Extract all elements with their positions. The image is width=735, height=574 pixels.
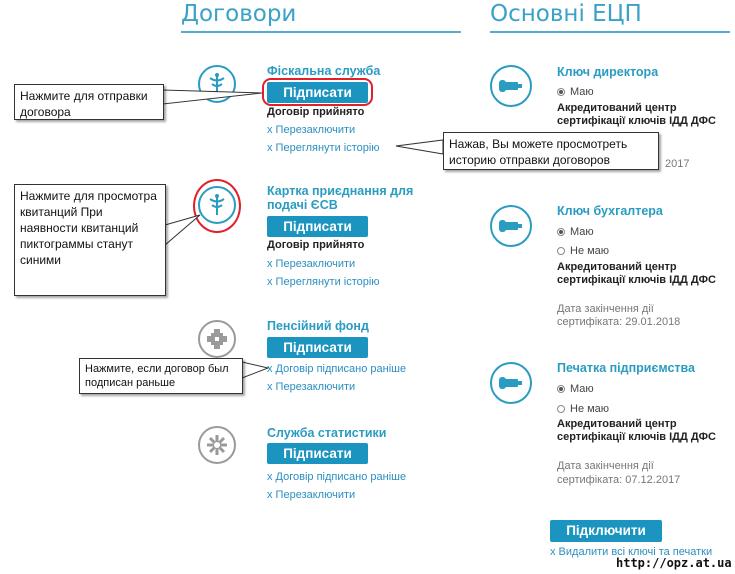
resign-link-pension[interactable]: x Перезаключити: [267, 381, 356, 393]
radio-have-accountant[interactable]: Маю: [557, 226, 594, 238]
contracts-title-rule: [181, 31, 461, 33]
radio-button[interactable]: [557, 405, 565, 413]
expiry-label-stamp: Дата закінчення дії: [557, 460, 654, 472]
callout-history: Нажав, Вы можете просмотреть историю отп…: [443, 132, 659, 170]
radio-button[interactable]: [557, 228, 565, 236]
radio-have-stamp[interactable]: Маю: [557, 383, 594, 395]
radio-label: Маю: [570, 226, 594, 238]
history-link-fiscal[interactable]: x Переглянути історію: [267, 142, 380, 154]
delete-all-keys-link[interactable]: x Видалити всі ключі та печатки: [550, 546, 713, 558]
key-title-stamp: Печатка підприємства: [557, 361, 695, 375]
contract-status-fiscal: Договір прийнято: [267, 106, 365, 118]
callout-receipts: Нажмите для просмотра квитанций При наяв…: [14, 184, 166, 296]
usb-key-icon: [490, 205, 532, 247]
callout-send-contract: Нажмите для отправки договора: [14, 84, 164, 120]
resign-link-fiscal[interactable]: x Перезаключити: [267, 124, 356, 136]
ecp-section-title: Основні ЕЦП: [490, 1, 642, 27]
radio-not-have-accountant[interactable]: Не маю: [557, 245, 609, 257]
contract-status-esv: Договір прийнято: [267, 239, 365, 251]
sign-button-statistics[interactable]: Підписати: [267, 443, 368, 464]
callout-signed-before: Нажмите, если договор был подписан раньш…: [79, 358, 243, 394]
radio-label: Не маю: [570, 403, 610, 415]
expiry-director: 2017: [665, 158, 690, 170]
radio-button[interactable]: [557, 88, 565, 96]
caduceus-icon: [209, 73, 225, 94]
statistics-icon: [207, 435, 227, 455]
cert-center-director: Акредитований центр сертифікації ключів …: [557, 102, 716, 127]
resign-link-statistics[interactable]: x Перезаключити: [267, 489, 356, 501]
radio-have-director[interactable]: Маю: [557, 86, 594, 98]
contract-title-esv: Картка приєднання для подачі ЄСВ: [267, 184, 414, 212]
usb-key-icon: [499, 80, 522, 92]
ecp-title-rule: [490, 31, 730, 33]
usb-key-icon: [499, 377, 522, 389]
contract-title-pension: Пенсійний фонд: [267, 319, 369, 333]
signed-before-link-statistics[interactable]: x Договір підписано раніше: [267, 471, 407, 483]
pension-fund-icon: [207, 329, 227, 349]
signed-before-link-pension[interactable]: x Договір підписано раніше: [267, 363, 407, 375]
expiry-accountant: сертифіката: 29.01.2018: [557, 316, 681, 328]
radio-not-have-stamp[interactable]: Не маю: [557, 403, 609, 415]
key-title-director: Ключ директора: [557, 65, 659, 79]
connect-button[interactable]: Підключити: [550, 520, 662, 542]
pension-fund-icon[interactable]: [198, 320, 236, 358]
expiry-stamp: сертифіката: 07.12.2017: [557, 474, 681, 486]
caduceus-icon[interactable]: [198, 65, 236, 103]
radio-label: Не маю: [570, 245, 610, 257]
watermark: http://opz.at.ua: [616, 556, 732, 570]
radio-button[interactable]: [557, 247, 565, 255]
usb-key-icon: [499, 220, 522, 232]
radio-label: Маю: [570, 383, 594, 395]
usb-key-icon: [490, 362, 532, 404]
resign-link-esv[interactable]: x Перезаключити: [267, 258, 356, 270]
caduceus-icon: [209, 194, 225, 215]
contract-title-fiscal: Фіскальна служба: [267, 64, 381, 78]
caduceus-icon[interactable]: [198, 186, 236, 224]
sign-button-pension[interactable]: Підписати: [267, 337, 368, 358]
sign-button-highlight: [262, 78, 373, 106]
contracts-section-title: Договори: [181, 1, 297, 27]
contract-title-statistics: Служба статистики: [267, 426, 387, 440]
sign-button-esv[interactable]: Підписати: [267, 216, 368, 237]
cert-center-accountant: Акредитований центр сертифікації ключів …: [557, 261, 716, 286]
radio-label: Маю: [570, 86, 594, 98]
statistics-icon[interactable]: [198, 426, 236, 464]
sign-button-fiscal[interactable]: Підписати: [267, 82, 368, 103]
receipts-highlight-circle: [193, 179, 241, 233]
key-title-accountant: Ключ бухгалтера: [557, 204, 663, 218]
radio-button[interactable]: [557, 385, 565, 393]
history-link-esv[interactable]: x Переглянути історію: [267, 276, 380, 288]
usb-key-icon: [490, 65, 532, 107]
cert-center-stamp: Акредитований центр сертифікації ключів …: [557, 418, 716, 443]
expiry-label-accountant: Дата закінчення дії: [557, 303, 654, 315]
